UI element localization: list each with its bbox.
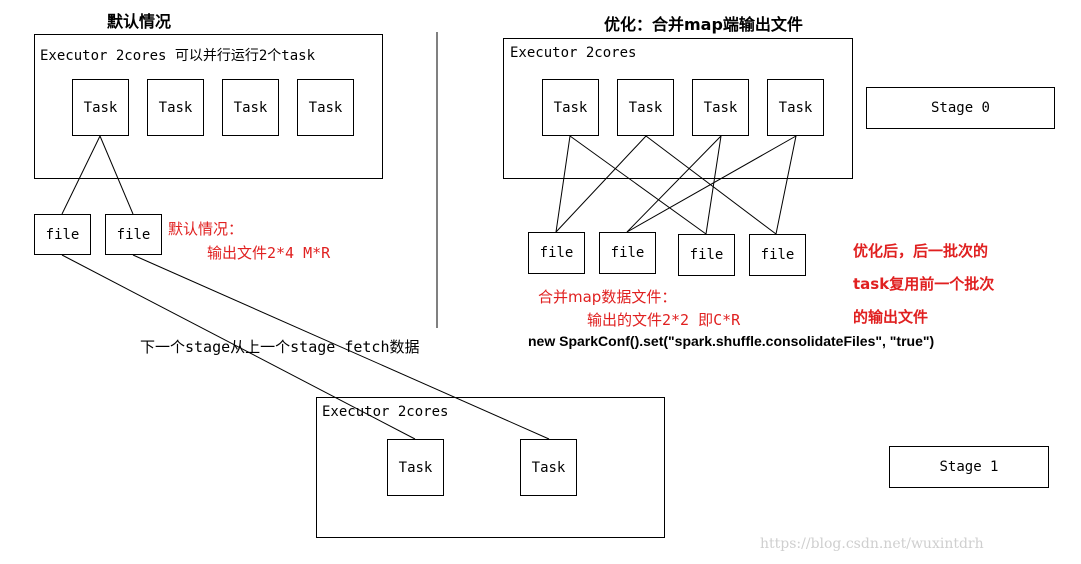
default-annotation-title: 默认情况： [168,220,244,238]
task-box: Task [387,439,444,496]
merge-annotation-formula: 输出的文件2*2 即C*R [587,311,741,329]
stage-1-box: Stage 1 [889,446,1049,488]
file-box: file [105,214,162,255]
file-box: file [34,214,91,255]
default-annotation-formula: 输出文件2*4 M*R [207,244,331,262]
optimized-note-line-2: task复用前一个批次 [853,275,995,293]
connector-file-to-bottom-task-2 [132,254,550,440]
optimized-note-line-1: 优化后，后一批次的 [853,242,989,260]
executor-left-top [34,34,383,179]
consolidate-code: new SparkConf().set("spark.shuffle.conso… [528,333,935,349]
file-box: file [678,234,735,276]
executor-left-top-label: Executor 2cores 可以并行运行2个task [40,48,316,64]
watermark: https://blog.csdn.net/wuxintdrh [760,536,984,552]
title-optimized: 优化：合并map端输出文件 [604,15,803,34]
task-box: Task [222,79,279,136]
file-box: file [749,234,806,276]
task-box: Task [72,79,129,136]
file-box: file [528,232,585,274]
title-default: 默认情况 [107,12,172,31]
fetch-note: 下一个stage从上一个stage fetch数据 [140,338,420,356]
executor-right-top [503,38,853,179]
executor-bottom-label: Executor 2cores [322,404,449,420]
file-box: file [599,232,656,274]
merge-annotation-title: 合并map数据文件： [538,288,677,306]
connector-opt-7 [626,135,797,233]
executor-right-top-label: Executor 2cores [510,45,637,61]
task-box: Task [520,439,577,496]
task-box: Task [767,79,824,136]
task-box: Task [542,79,599,136]
optimized-note-line-3: 的输出文件 [853,308,929,326]
connector-opt-5 [626,135,722,233]
connector-opt-2 [569,135,707,235]
connector-opt-6 [705,135,722,235]
task-box: Task [147,79,204,136]
connector-opt-1 [555,135,571,233]
executor-bottom [316,397,665,538]
task-box: Task [617,79,674,136]
task-box: Task [692,79,749,136]
connector-opt-4 [645,135,777,235]
connector-task-file-left [61,135,101,215]
stage-0-box: Stage 0 [866,87,1055,129]
task-box: Task [297,79,354,136]
connector-file-to-bottom-task-1 [61,254,416,440]
connector-opt-8 [775,135,797,235]
connector-opt-3 [555,135,647,233]
connector-task-file-right [99,135,134,215]
